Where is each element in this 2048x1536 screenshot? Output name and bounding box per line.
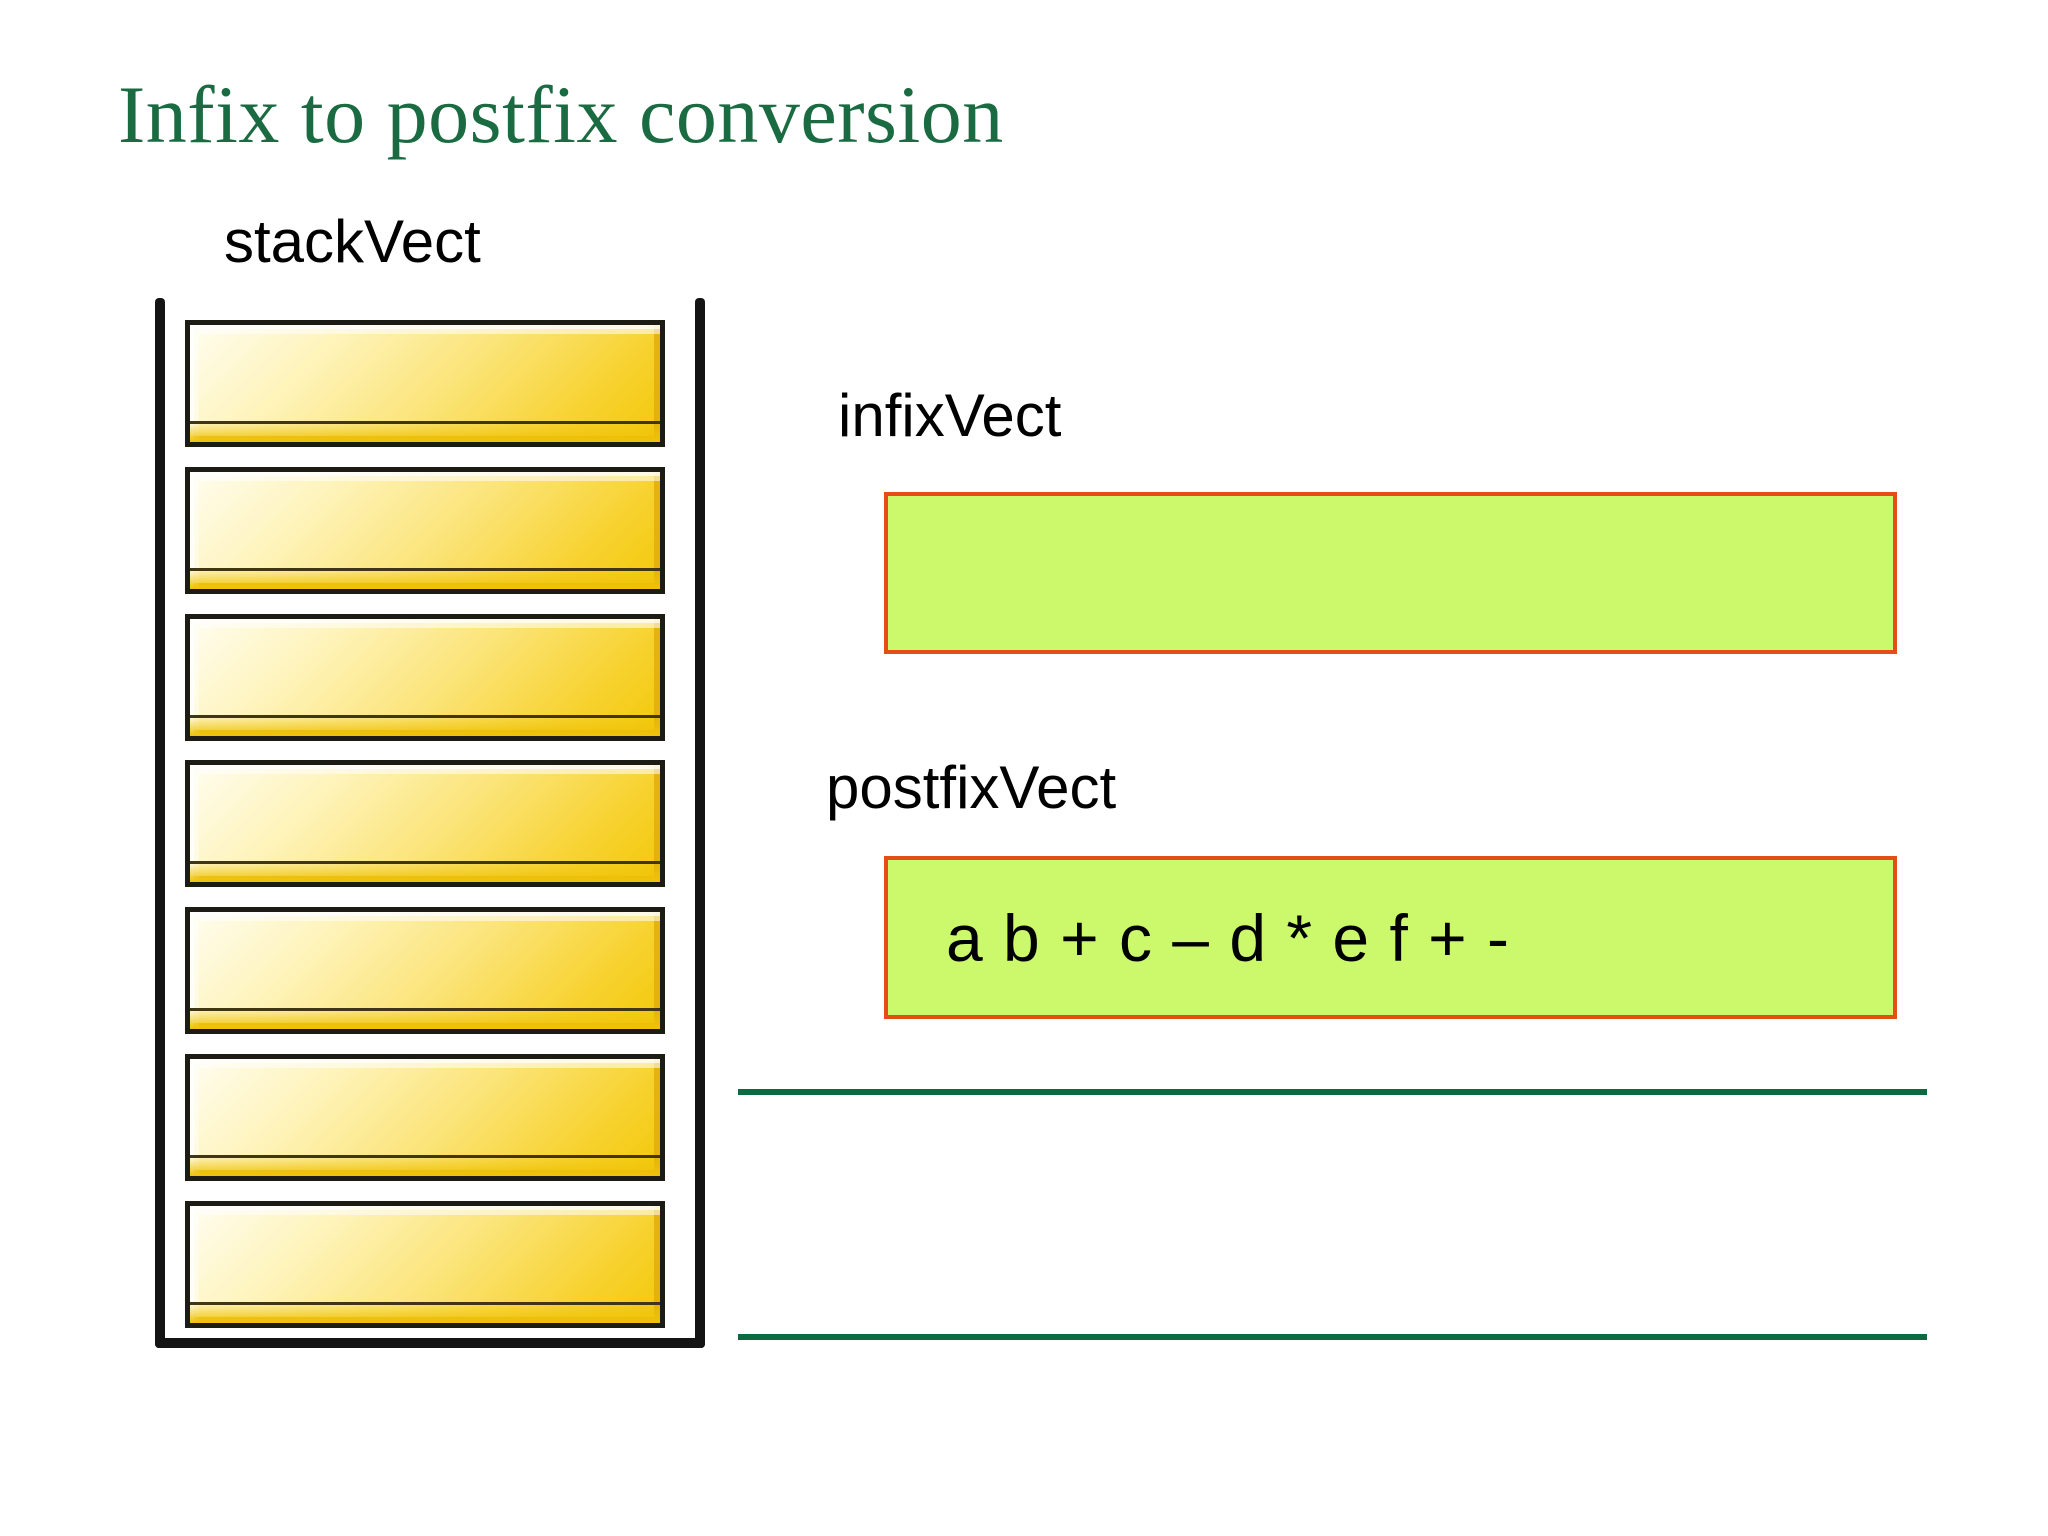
infixvect-label: infixVect xyxy=(838,382,1062,449)
infixvect-box[interactable] xyxy=(884,492,1897,654)
stack-cell[interactable] xyxy=(185,1200,665,1328)
stack-cell[interactable] xyxy=(185,320,665,447)
stack-cell[interactable] xyxy=(185,907,665,1035)
stack-wall-right-icon xyxy=(695,298,705,1348)
divider-top xyxy=(738,1089,1927,1095)
page-title: Infix to postfix conversion xyxy=(118,69,1004,160)
stack-wall-left-icon xyxy=(155,298,165,1348)
stack-cell[interactable] xyxy=(185,760,665,888)
stack-wall-bottom-icon xyxy=(155,1338,705,1348)
postfixvect-content: a b + c – d * e f + - xyxy=(946,900,1510,975)
stack-container xyxy=(155,298,705,1348)
stack-cell[interactable] xyxy=(185,1054,665,1182)
divider-bottom xyxy=(738,1334,1927,1340)
stack-cell[interactable] xyxy=(185,466,665,594)
stack-cell-list xyxy=(185,320,665,1328)
postfixvect-box[interactable]: a b + c – d * e f + - xyxy=(884,856,1897,1019)
stackvect-label: stackVect xyxy=(224,208,481,275)
postfixvect-label: postfixVect xyxy=(826,754,1117,821)
stack-cell[interactable] xyxy=(185,613,665,741)
